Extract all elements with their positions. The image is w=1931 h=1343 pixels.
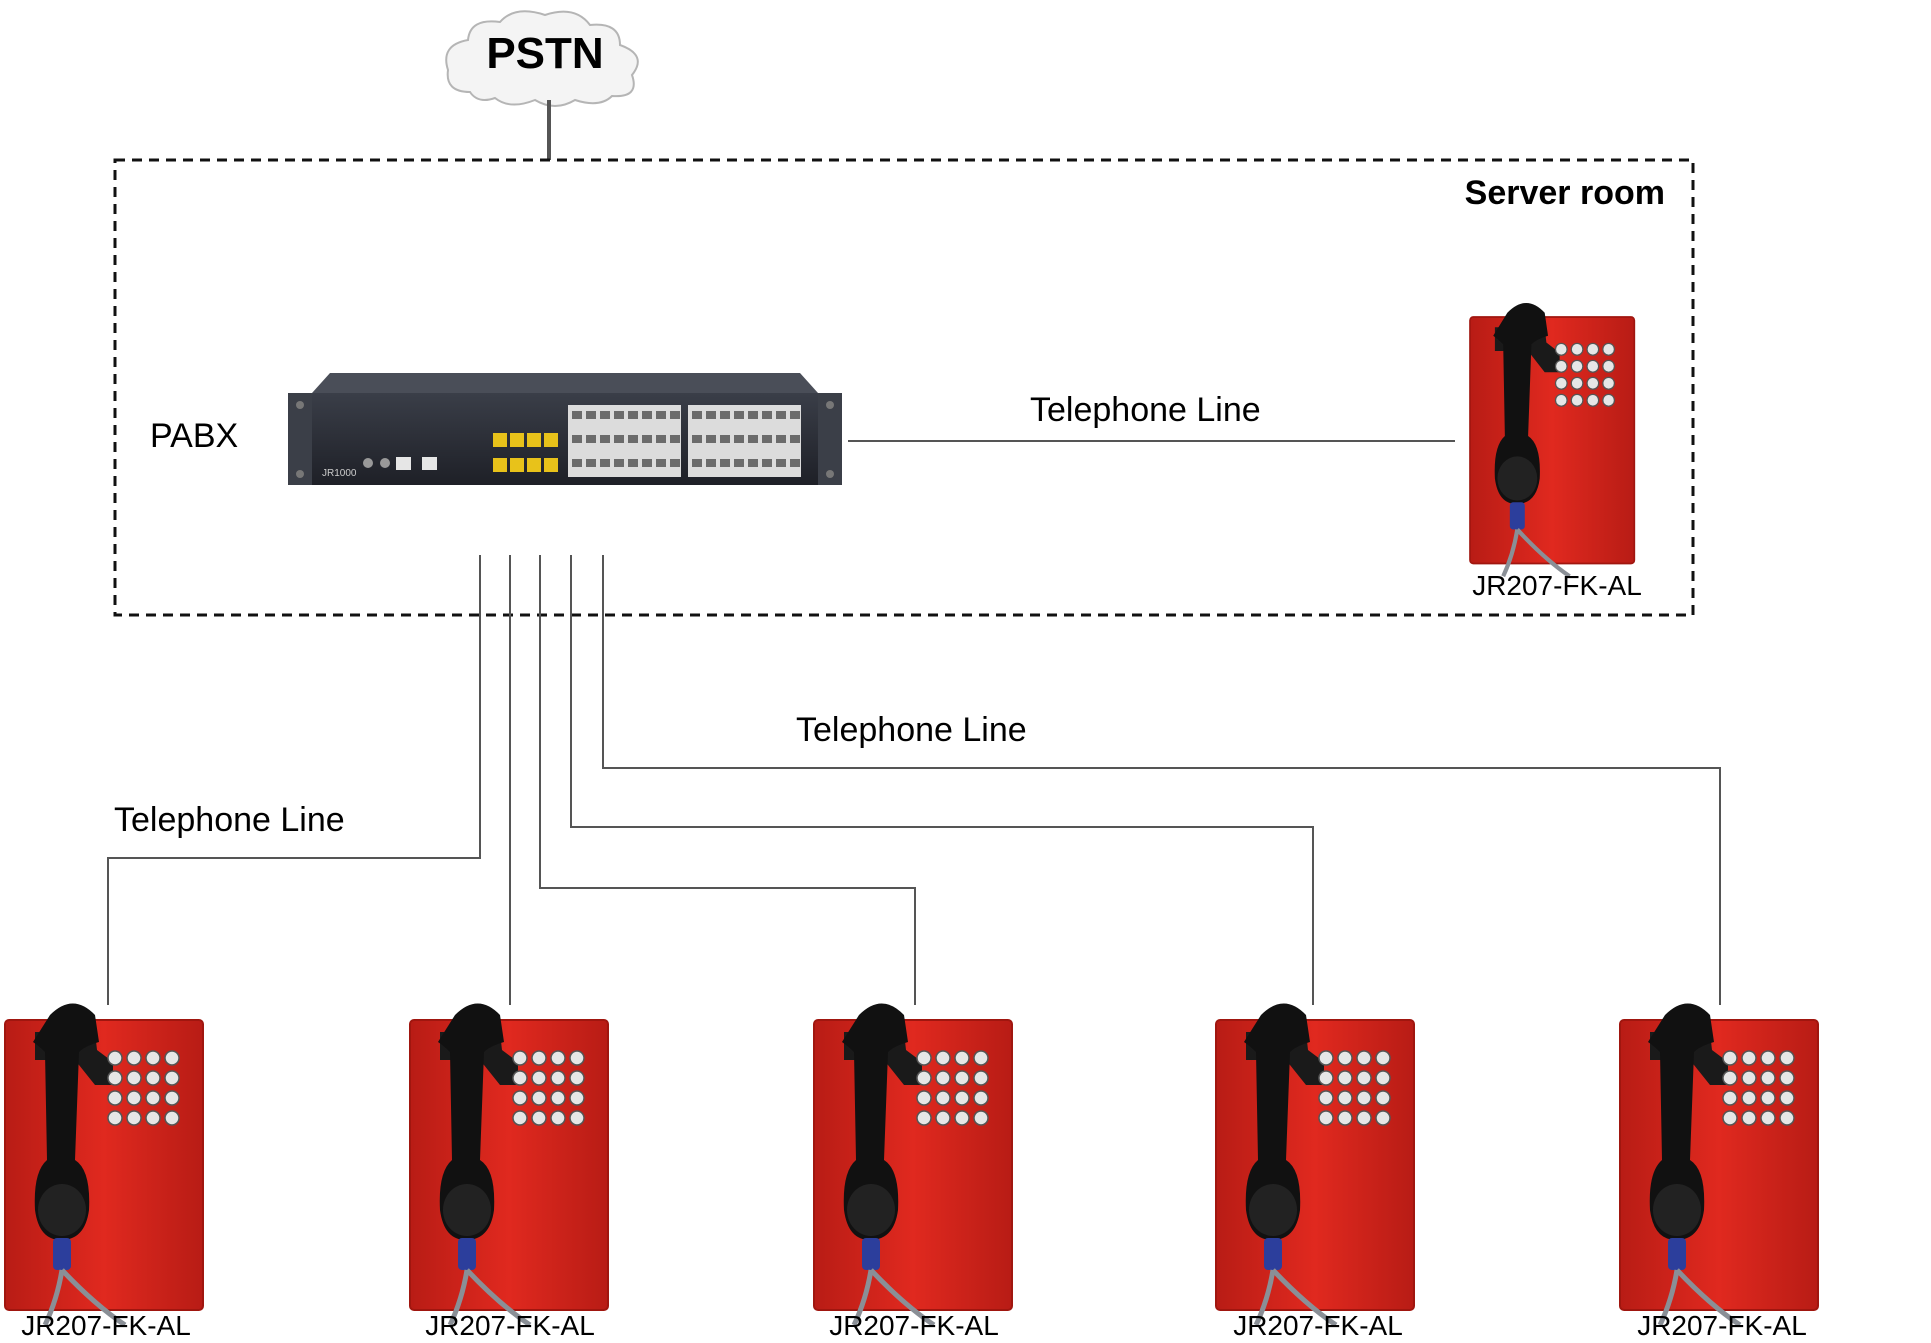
cloud-shape [445,10,639,107]
phone-4 [1216,1004,1414,1326]
pabx-label: PABX [150,417,238,455]
pabx-model-text: JR1000 [322,468,357,479]
pstn-label: PSTN [486,29,603,78]
phone-2 [410,1004,608,1326]
server-room-label: Server room [1465,174,1665,212]
server-room-frame [113,158,1695,617]
phone-server [1470,303,1634,576]
extension-line-4 [570,555,1314,1005]
phone-label-5: JR207-FK-AL [1637,1310,1807,1338]
phone-5 [1620,1004,1818,1326]
server-line-label: Telephone Line [1030,391,1261,429]
extension-line-5 [602,555,1721,1005]
extension-line-1 [107,555,481,1005]
phone-label-3: JR207-FK-AL [829,1310,999,1338]
phone-3 [814,1004,1012,1326]
extension-lines [107,555,1721,1005]
center-line-label: Telephone Line [796,711,1027,749]
phone-1 [5,1004,203,1326]
pabx-device: JR1000 [288,373,842,485]
pstn-cloud: PSTN [445,10,639,107]
phone-label-1: JR207-FK-AL [21,1310,191,1338]
phone-label-4: JR207-FK-AL [1233,1310,1403,1338]
left-line-label: Telephone Line [114,801,345,839]
phone-label-server: JR207-FK-AL [1472,570,1642,601]
phone-label-2: JR207-FK-AL [425,1310,595,1338]
extension-line-3 [539,555,916,1005]
